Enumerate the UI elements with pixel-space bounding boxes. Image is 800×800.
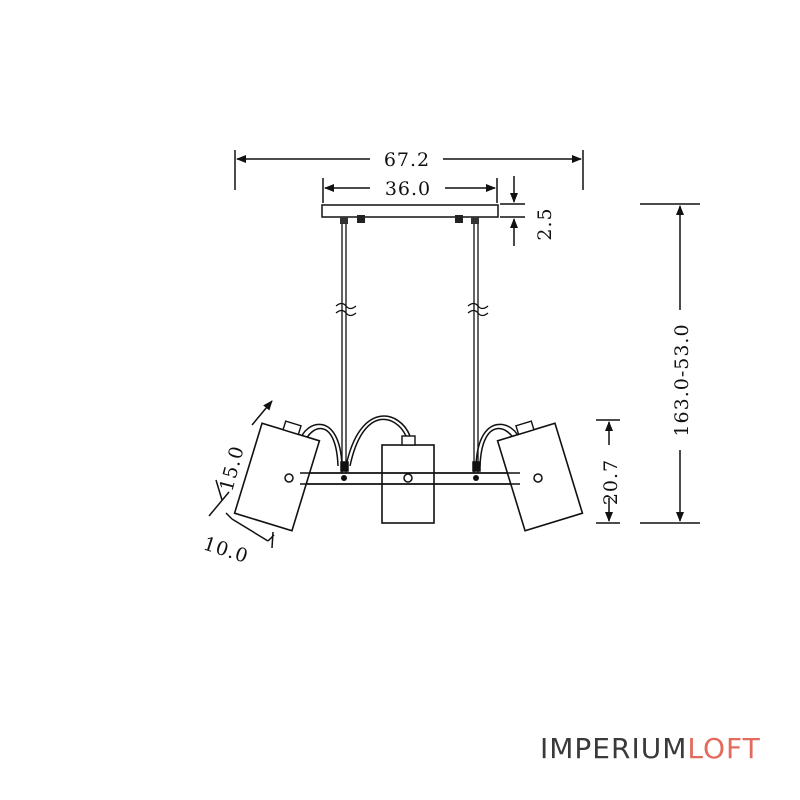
dimension-label-total-width: 67.2 <box>384 149 430 171</box>
brand-logo: IMPERIUMLOFT <box>540 732 761 765</box>
brand-logo-part1: IMPERIUM <box>540 732 688 765</box>
dimension-label-canopy-height: 2.5 <box>534 207 556 240</box>
dimension-canopy-height <box>500 176 525 246</box>
left-lamp-shade <box>233 420 321 532</box>
dimension-total-width <box>234 150 584 190</box>
dimension-shade-diameter <box>225 512 275 549</box>
dimension-label-overall-height: 163.0-53.0 <box>671 323 693 436</box>
ceiling-canopy <box>321 204 499 224</box>
brand-logo-part2: LOFT <box>687 732 761 765</box>
dimension-canopy-width <box>322 178 498 203</box>
dimension-label-shade-height: 20.7 <box>600 459 622 505</box>
dimension-overall-height <box>640 203 700 524</box>
suspension-cables <box>335 224 489 478</box>
dimension-shade-height <box>596 419 620 524</box>
dimension-label-canopy-width: 36.0 <box>385 178 431 200</box>
dimension-shade-length <box>208 400 273 517</box>
rod-end-caps <box>284 472 543 485</box>
dimension-label-shade-diameter: 10.0 <box>200 533 251 568</box>
center-lamp-shade <box>381 435 435 524</box>
